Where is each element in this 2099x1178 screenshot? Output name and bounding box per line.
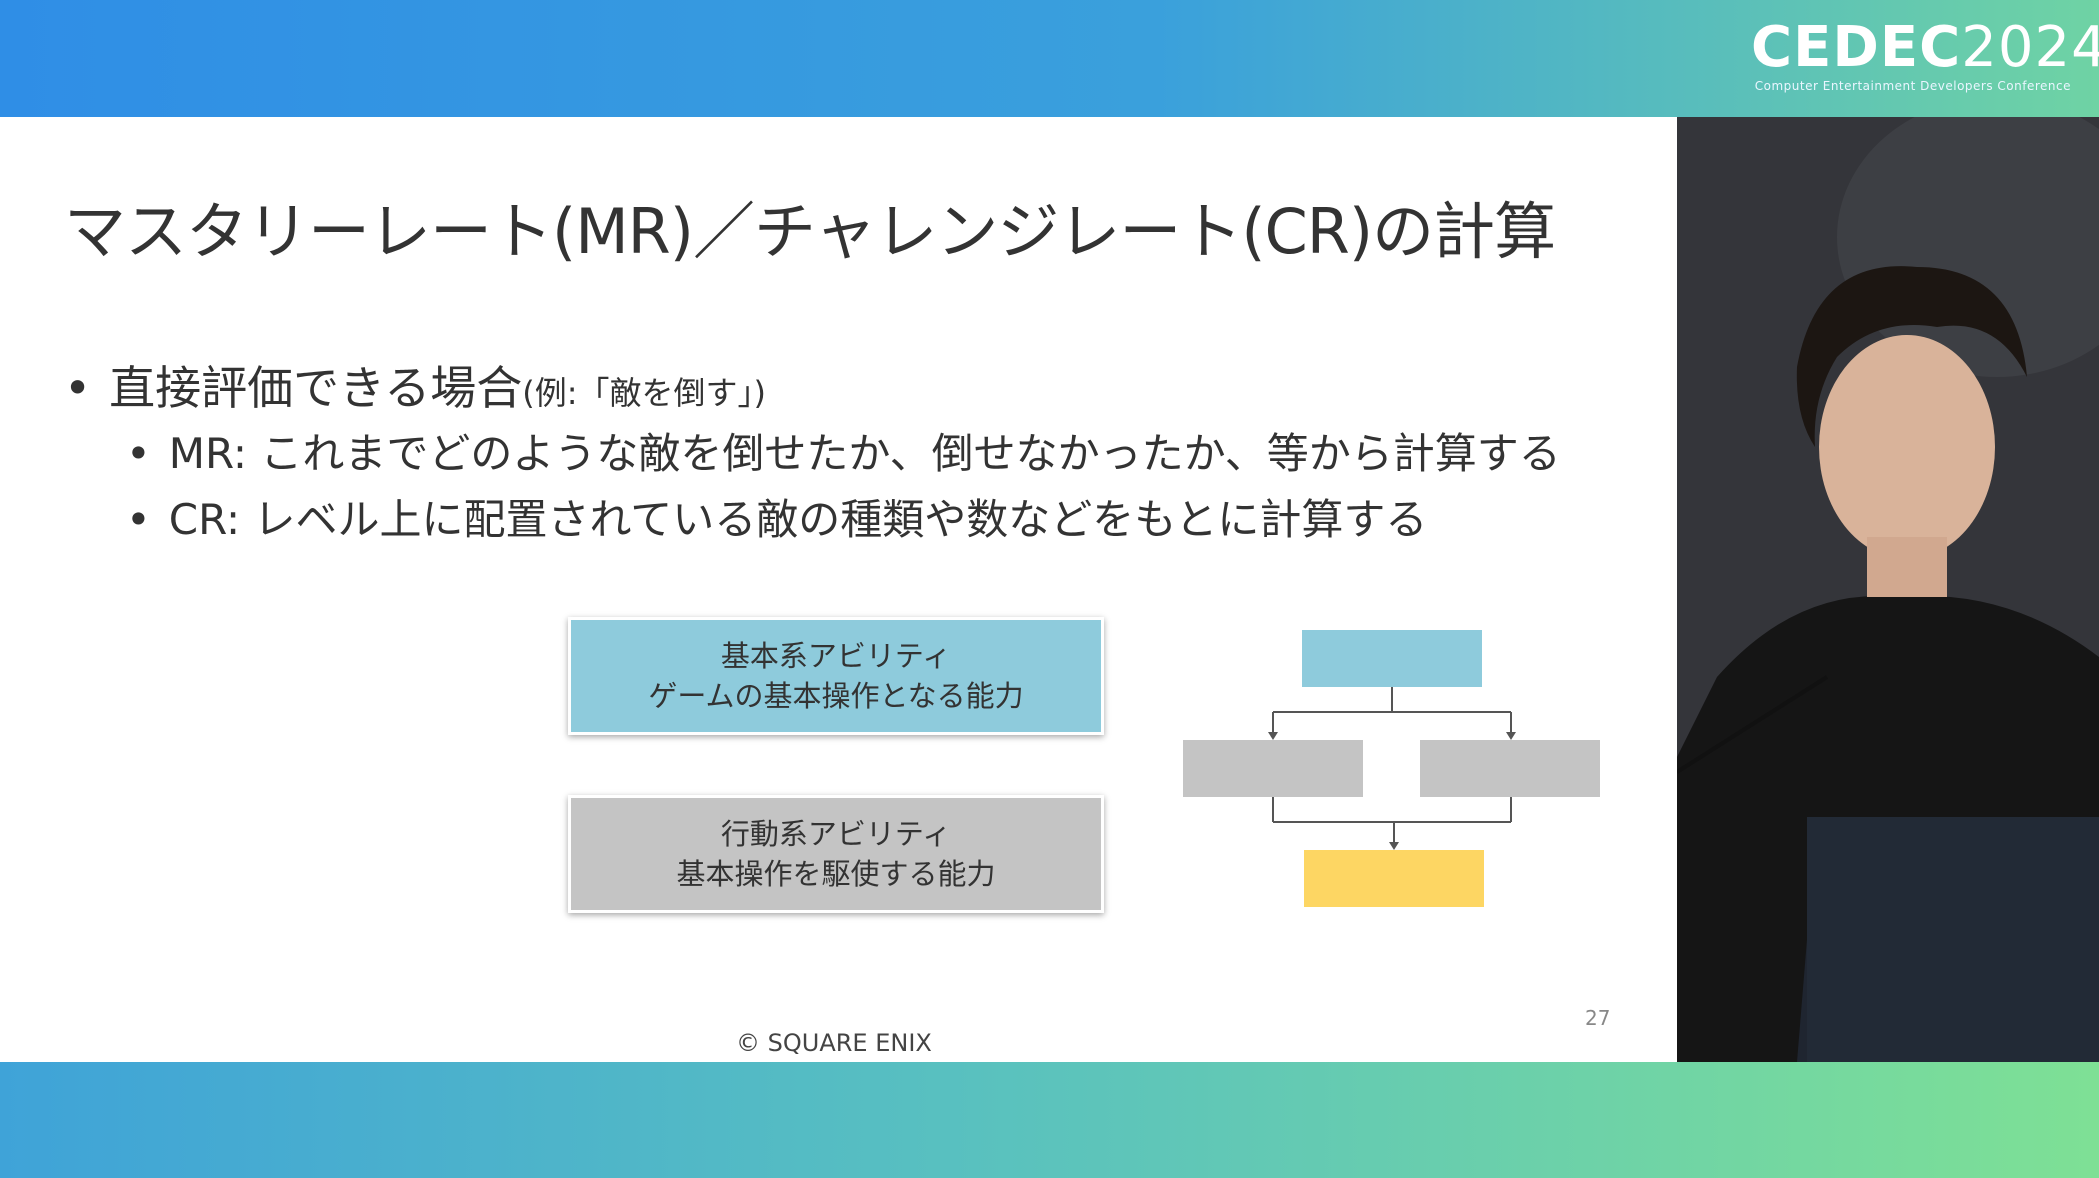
bullet-main-note: (例:「敵を倒す」) (522, 374, 766, 412)
diagram-arrowhead (1389, 842, 1399, 850)
action-ability-box: 行動系アビリティ 基本操作を駆使する能力 (568, 795, 1104, 913)
bottom-banner (0, 1062, 2099, 1178)
action-ability-desc: 基本操作を駆使する能力 (676, 857, 996, 891)
bullet-main-text: 直接評価できる場合 (109, 361, 523, 415)
page-number: 27 (1585, 1006, 1611, 1030)
slide-title: マスタリーレート(MR)／チャレンジレート(CR)の計算 (64, 195, 1556, 268)
logo-brand: CEDEC (1751, 15, 1962, 80)
bullet-sub-mr: • MR: これまでどのような敵を倒せたか、倒せなかったか、等から計算する (126, 420, 1561, 481)
logo-subtitle: Computer Entertainment Developers Confer… (1754, 79, 2071, 93)
bullet-dot: • (126, 429, 151, 478)
top-banner (0, 0, 2099, 117)
diagram-middle-right-box (1420, 740, 1600, 797)
basic-ability-box: 基本系アビリティ ゲームの基本操作となる能力 (568, 617, 1104, 735)
diagram-top-box (1302, 630, 1482, 687)
bullet-dot: • (64, 361, 92, 415)
diagram-bottom-box (1304, 850, 1484, 907)
basic-ability-title: 基本系アビリティ (720, 639, 952, 673)
copyright-notice: © SQUARE ENIX (736, 1029, 932, 1057)
bullet-sub-text: MR: これまでどのような敵を倒せたか、倒せなかったか、等から計算する (168, 429, 1561, 478)
bullet-sub-text: CR: レベル上に配置されている敵の種類や数などをもとに計算する (168, 495, 1428, 544)
cedec-logo: CEDEC2024 Computer Entertainment Develop… (1751, 15, 2099, 98)
bullet-sub-cr: • CR: レベル上に配置されている敵の種類や数などをもとに計算する (126, 486, 1427, 547)
logo-year: 2024 (1961, 15, 2099, 80)
diagram-arrowhead (1506, 732, 1516, 740)
bullet-dot: • (126, 495, 151, 544)
presenter-video (1677, 117, 2099, 1062)
diagram-middle-left-box (1183, 740, 1363, 797)
bullet-main: • 直接評価できる場合(例:「敵を倒す」) (64, 352, 766, 418)
diagram-arrowhead (1268, 732, 1278, 740)
flow-diagram (1183, 630, 1600, 907)
presenter-image (1677, 117, 2099, 1062)
action-ability-title: 行動系アビリティ (720, 817, 952, 851)
basic-ability-desc: ゲームの基本操作となる能力 (648, 679, 1024, 713)
slide: マスタリーレート(MR)／チャレンジレート(CR)の計算 • 直接評価できる場合(… (0, 117, 1677, 1062)
